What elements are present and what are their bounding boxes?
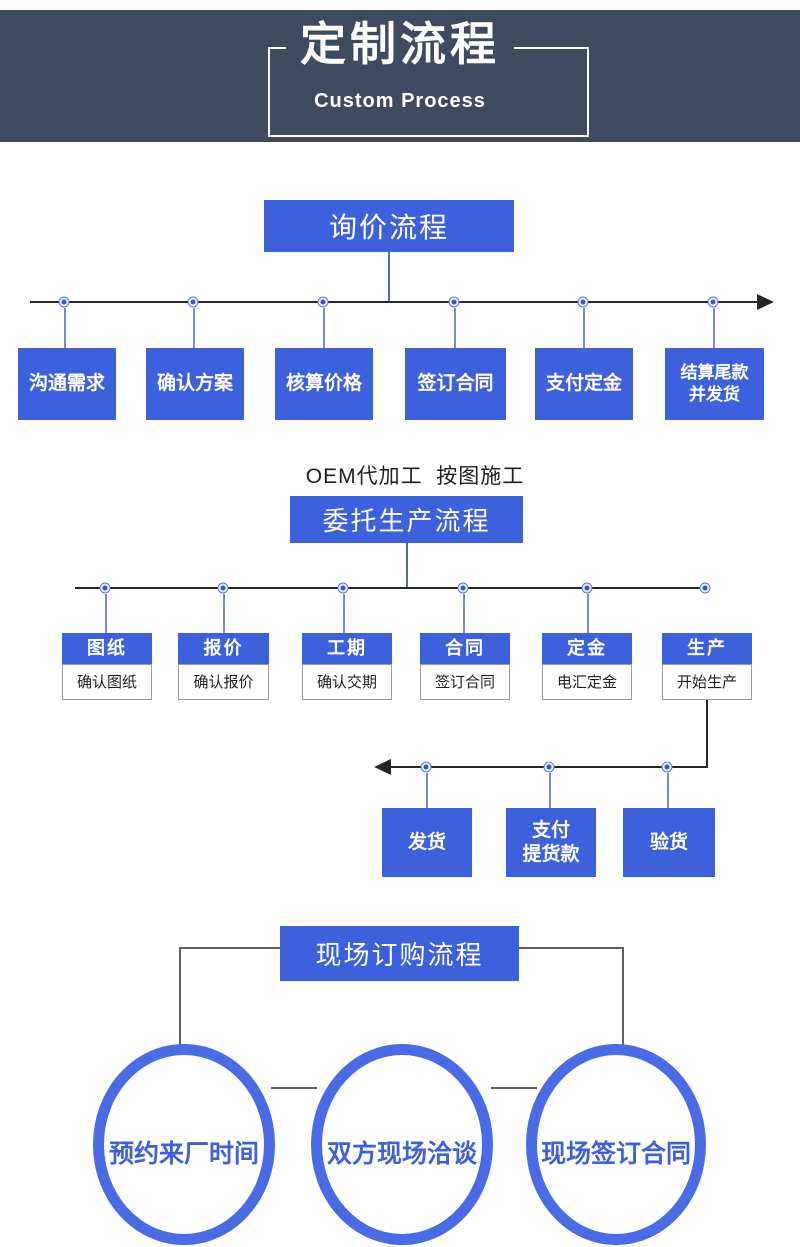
page-title: 定制流程	[286, 18, 514, 71]
onsite-step-label: 预约来厂时间	[108, 1139, 259, 1168]
connector-node	[337, 582, 349, 594]
oem-column-header: 工期	[302, 633, 392, 664]
inquiry-title-box: 询价流程	[264, 200, 514, 252]
inquiry-step-box: 沟通需求	[18, 348, 116, 420]
connector-line	[343, 594, 345, 633]
connector-line	[179, 947, 181, 1048]
connector-line	[713, 308, 715, 348]
connector-line	[64, 308, 66, 348]
oem-note: OEM代加工 按图施工	[305, 465, 525, 488]
connector-line	[105, 594, 107, 633]
oem-column-sub: 确认交期	[302, 664, 392, 700]
connector-line	[454, 308, 456, 348]
connector-node	[577, 296, 589, 308]
connector-line	[323, 308, 325, 348]
connector-line	[706, 700, 708, 768]
connector-node	[581, 582, 593, 594]
oem-column-header: 图纸	[62, 633, 152, 664]
connector-node	[661, 761, 673, 773]
inquiry-step-box: 签订合同	[405, 348, 506, 420]
connector-line	[622, 947, 624, 1048]
arrow-left-icon	[374, 759, 391, 775]
oem-column-header: 合同	[420, 633, 510, 664]
oem-column-header: 生产	[662, 633, 752, 664]
oem-column-sub: 电汇定金	[542, 664, 632, 700]
connector-line	[271, 1087, 317, 1089]
oem-column-sub: 确认报价	[178, 664, 269, 700]
oem-column-header: 报价	[178, 633, 269, 664]
inquiry-step-box: 核算价格	[275, 348, 373, 420]
header-banner: 定制流程 Custom Process	[0, 10, 800, 142]
connector-node	[707, 296, 719, 308]
inquiry-timeline	[30, 301, 758, 303]
onsite-step-circle: 双方现场洽谈	[311, 1044, 493, 1245]
oem-column-sub: 确认图纸	[62, 664, 152, 700]
connector-node	[448, 296, 460, 308]
connector-node	[317, 296, 329, 308]
connector-line	[463, 594, 465, 633]
connector-line	[193, 308, 195, 348]
connector-node	[99, 582, 111, 594]
followup-step-box: 支付 提货款	[506, 808, 596, 877]
onsite-title-box: 现场订购流程	[280, 926, 519, 981]
followup-step-box: 发货	[382, 808, 472, 877]
page-subtitle: Custom Process	[314, 90, 486, 112]
connector-line	[406, 543, 408, 588]
connector-line	[549, 773, 551, 808]
inquiry-step-box: 确认方案	[146, 348, 244, 420]
onsite-step-circle: 现场签订合同	[526, 1044, 706, 1245]
followup-step-box: 验货	[623, 808, 715, 877]
oem-title-box: 委托生产流程	[290, 496, 523, 543]
onsite-step-circle: 预约来厂时间	[93, 1044, 275, 1245]
connector-node	[420, 761, 432, 773]
oem-column-sub: 签订合同	[420, 664, 510, 700]
connector-line	[667, 773, 669, 808]
connector-node	[217, 582, 229, 594]
connector-line	[491, 1087, 537, 1089]
oem-column-header: 定金	[542, 633, 632, 664]
connector-node	[699, 582, 711, 594]
connector-line	[426, 773, 428, 808]
inquiry-step-box: 结算尾款 并发货	[665, 348, 764, 420]
onsite-step-label: 现场签订合同	[540, 1139, 691, 1168]
connector-line	[583, 308, 585, 348]
connector-line	[519, 947, 623, 949]
oem-timeline	[75, 587, 706, 589]
connector-node	[457, 582, 469, 594]
oem-column-sub: 开始生产	[662, 664, 752, 700]
connector-line	[388, 252, 390, 302]
connector-line	[587, 594, 589, 633]
connector-node	[58, 296, 70, 308]
connector-line	[180, 947, 280, 949]
connector-node	[543, 761, 555, 773]
connector-node	[187, 296, 199, 308]
connector-line	[223, 594, 225, 633]
arrow-right-icon	[757, 294, 774, 310]
inquiry-step-box: 支付定金	[535, 348, 633, 420]
onsite-step-label: 双方现场洽谈	[326, 1139, 477, 1168]
